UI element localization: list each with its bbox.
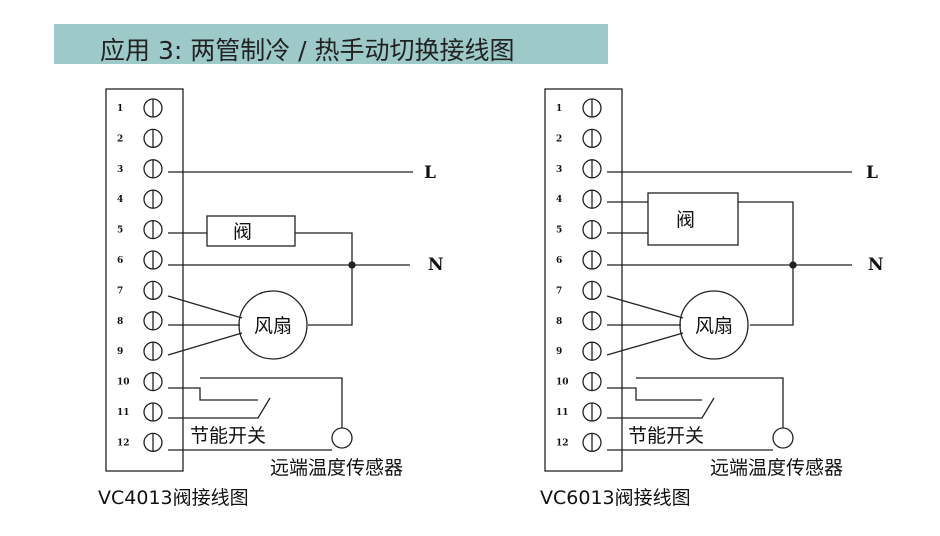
switch-label: 节能开关 [190, 425, 266, 447]
valve-box [206, 215, 296, 247]
terminal-number: 4 [117, 195, 123, 205]
terminal-number: 8 [556, 317, 562, 327]
diagram-caption: VC4013阀接线图 [98, 487, 249, 509]
switch-wire-11 [607, 397, 715, 419]
fan-label: 风扇 [695, 315, 733, 337]
terminal-number: 4 [556, 195, 562, 205]
switch-label: 节能开关 [628, 425, 704, 447]
sensor-circle [772, 427, 794, 449]
terminal-number: 5 [117, 226, 123, 236]
terminal-number: 12 [117, 438, 130, 448]
terminal-number: 6 [117, 256, 123, 266]
line-label: L [866, 163, 878, 183]
neutral-label: N [428, 255, 444, 275]
fan-circle [679, 290, 749, 360]
sensor-wire [200, 377, 343, 428]
switch-wire-10 [607, 387, 702, 401]
terminal-number: 7 [117, 286, 123, 296]
terminal-number: 10 [117, 378, 130, 388]
terminal-number: 8 [117, 317, 123, 327]
sensor-label: 远端温度传感器 [710, 457, 843, 479]
terminal-block [105, 88, 184, 472]
terminal-number: 11 [556, 408, 569, 418]
terminal-number: 2 [117, 134, 123, 144]
diagram-caption: VC6013阀接线图 [540, 487, 691, 509]
valve-wire-out [738, 201, 794, 326]
valve-label: 阀 [676, 209, 695, 231]
terminal-number: 3 [117, 165, 123, 175]
title-band [54, 24, 608, 64]
junction-dot [789, 261, 797, 269]
fan-label: 风扇 [254, 315, 292, 337]
line-label: L [424, 163, 436, 183]
terminal-block [544, 88, 623, 472]
sensor-circle [331, 427, 353, 449]
junction-dot [348, 261, 356, 269]
page-title: 应用 3: 两管制冷 / 热手动切换接线图 [100, 36, 515, 65]
terminal-number: 6 [556, 256, 562, 266]
terminal-number: 11 [117, 408, 130, 418]
fan-wire-7 [606, 295, 684, 319]
terminal-number: 1 [117, 104, 123, 114]
terminal-number: 3 [556, 165, 562, 175]
terminal-number: 12 [556, 438, 569, 448]
valve-box [647, 192, 739, 246]
terminal-number: 10 [556, 378, 569, 388]
neutral-label: N [868, 255, 884, 275]
fan-wire-9 [167, 332, 243, 356]
terminal-number: 1 [556, 104, 562, 114]
switch-wire-10 [168, 387, 258, 401]
valve-label: 阀 [233, 221, 252, 243]
terminal-number: 9 [117, 347, 123, 357]
sensor-label: 远端温度传感器 [270, 457, 403, 479]
sensor-wire [636, 377, 784, 428]
fan-circle [238, 290, 308, 360]
valve-wire-out [295, 232, 353, 326]
terminal-number: 2 [556, 134, 562, 144]
terminal-number: 5 [556, 226, 562, 236]
switch-wire-11 [168, 397, 271, 419]
terminal-number: 9 [556, 347, 562, 357]
terminal-number: 7 [556, 286, 562, 296]
fan-wire-9 [606, 332, 684, 356]
fan-wire-7 [167, 295, 243, 319]
